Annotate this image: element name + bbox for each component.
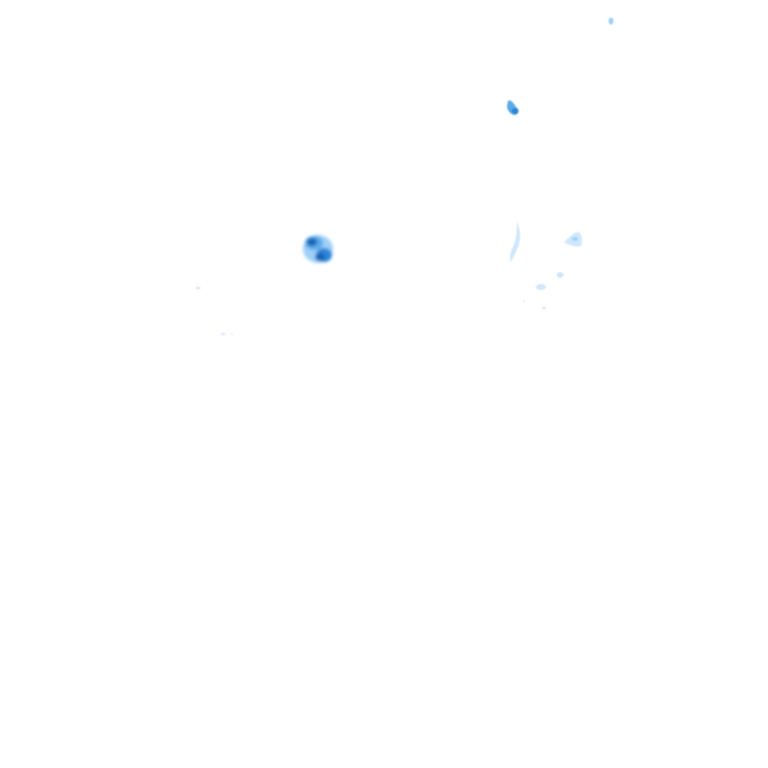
echo-blob-heavy bbox=[307, 238, 317, 246]
echo-cell-center-west bbox=[303, 235, 333, 263]
echo-cell-north-east bbox=[507, 100, 519, 115]
echo-cell-far-north-east bbox=[608, 17, 614, 25]
echo-blob-light bbox=[608, 17, 614, 25]
echo-blob-light bbox=[572, 237, 578, 241]
echo-blob-very-light bbox=[536, 284, 546, 290]
echo-speck-south-east bbox=[522, 300, 546, 310]
echo-blob-very-light bbox=[195, 286, 201, 290]
echo-blob-very-light bbox=[542, 306, 546, 310]
echo-blob-strong bbox=[511, 108, 519, 114]
echo-speck-west bbox=[195, 286, 201, 290]
echo-streak-east bbox=[509, 222, 521, 262]
echo-cluster-east bbox=[536, 232, 583, 290]
echo-blob-very-light bbox=[522, 300, 526, 302]
echo-blob-very-light bbox=[220, 333, 226, 335]
echo-blob-very-light bbox=[231, 333, 233, 335]
echo-blob-very-light bbox=[509, 222, 521, 262]
echo-blob-heavy bbox=[315, 253, 325, 261]
echo-blob-very-light bbox=[556, 272, 564, 278]
echo-speck-south-west bbox=[220, 333, 233, 335]
